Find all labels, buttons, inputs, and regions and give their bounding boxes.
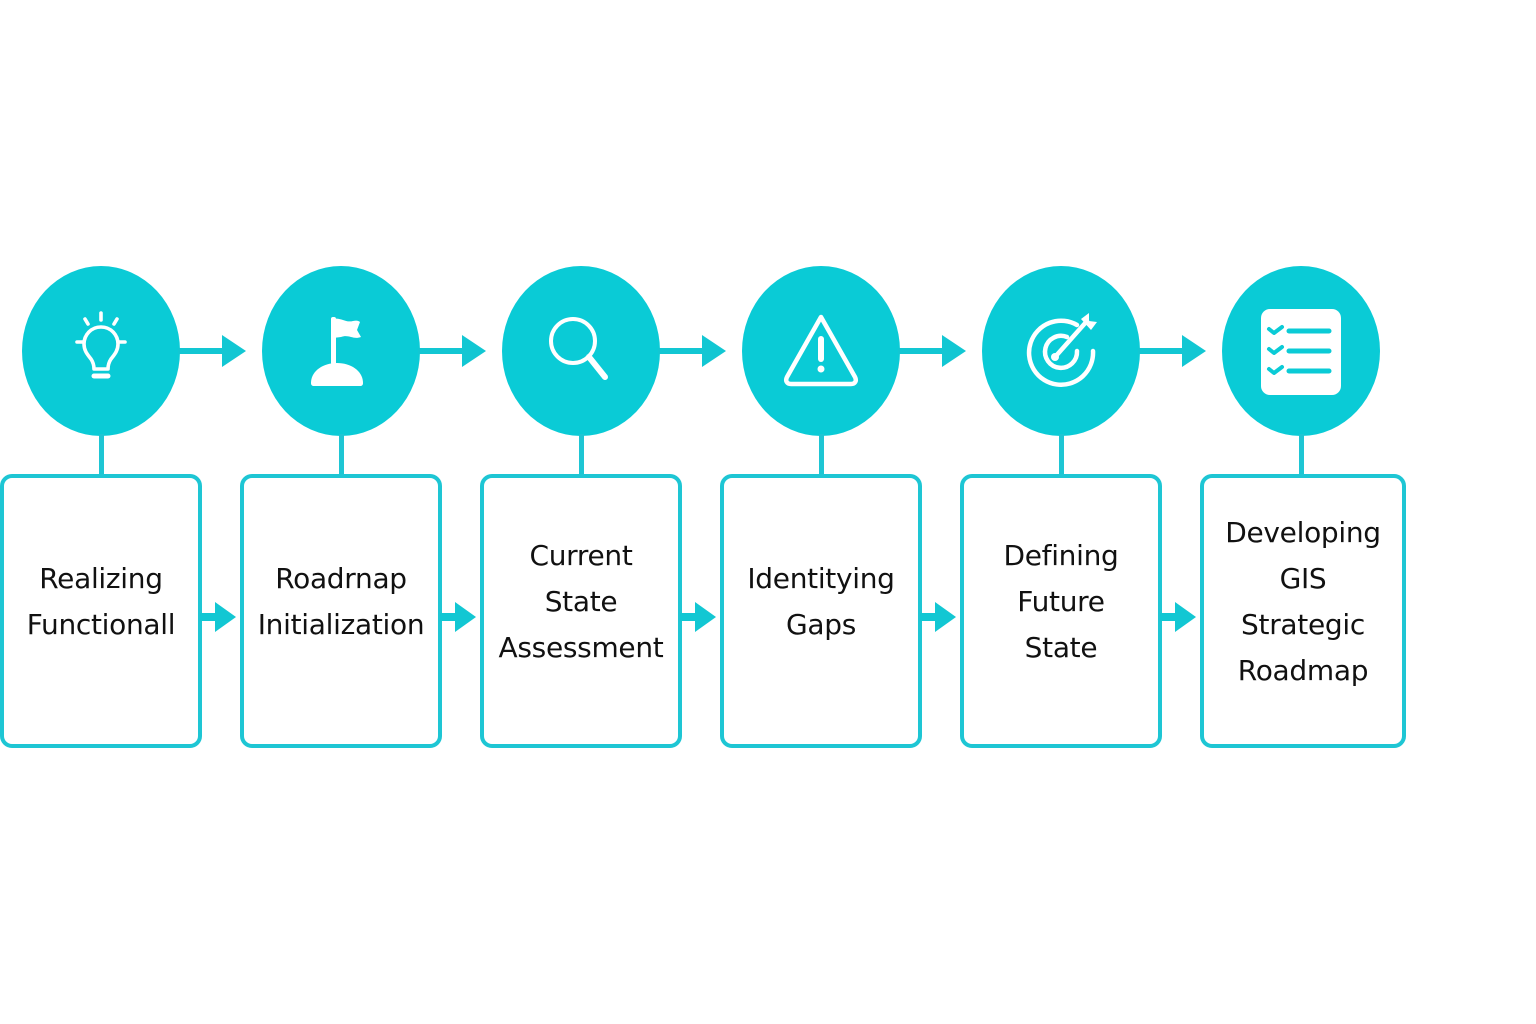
flag-icon [311,317,363,386]
step-1-box[interactable]: Realizing Functionall [0,474,202,748]
step-6-stem [1299,434,1304,476]
step-5-box[interactable]: Defining Future State [960,474,1162,748]
lightbulb-icon [75,311,127,379]
step-4: Identitying Gaps [720,0,960,1024]
step-5-stem [1059,434,1064,476]
step-3-box[interactable]: Current State Assessment [480,474,682,748]
target-icon [1026,313,1097,387]
step-2: Roadrnap Initialization [240,0,480,1024]
step-6-label: Developing GIS Strategic Roadmap [1225,516,1381,687]
step-1-icon-circle [22,266,180,436]
top-connector-arrow-2 [418,335,488,367]
step-2-label: Roadrnap Initialization [257,562,425,641]
box-connector-arrow-5 [1160,601,1200,633]
box-connector-arrow-4 [920,601,960,633]
top-connector-arrow-3 [658,335,728,367]
step-3-stem [579,434,584,476]
top-connector-arrow-5 [1138,335,1208,367]
step-2-icon-circle [262,266,420,436]
step-3: Current State Assessment [480,0,720,1024]
step-1: Realizing Functionall [0,0,240,1024]
step-4-label: Identitying Gaps [747,562,895,641]
step-1-label: Realizing Functionall [26,562,176,641]
step-3-icon-circle [502,266,660,436]
box-connector-arrow-3 [680,601,720,633]
top-connector-arrow-1 [178,335,248,367]
step-6-icon-circle [1222,266,1380,436]
step-2-box[interactable]: Roadrnap Initialization [240,474,442,748]
step-5-icon-circle [982,266,1140,436]
step-6: Developing GIS Strategic Roadmap [1200,0,1440,1024]
step-3-label: Current State Assessment [498,539,664,664]
step-5-label: Defining Future State [1003,539,1119,664]
step-4-stem [819,434,824,476]
step-4-box[interactable]: Identitying Gaps [720,474,922,748]
box-connector-arrow-2 [440,601,480,633]
top-connector-arrow-4 [898,335,968,367]
search-icon [549,317,608,380]
warning-icon [783,314,859,387]
step-5: Defining Future State [960,0,1200,1024]
step-2-stem [339,434,344,476]
step-1-stem [99,434,104,476]
step-6-box[interactable]: Developing GIS Strategic Roadmap [1200,474,1406,748]
box-connector-arrow-1 [200,601,240,633]
step-4-icon-circle [742,266,900,436]
checklist-icon [1261,309,1341,395]
